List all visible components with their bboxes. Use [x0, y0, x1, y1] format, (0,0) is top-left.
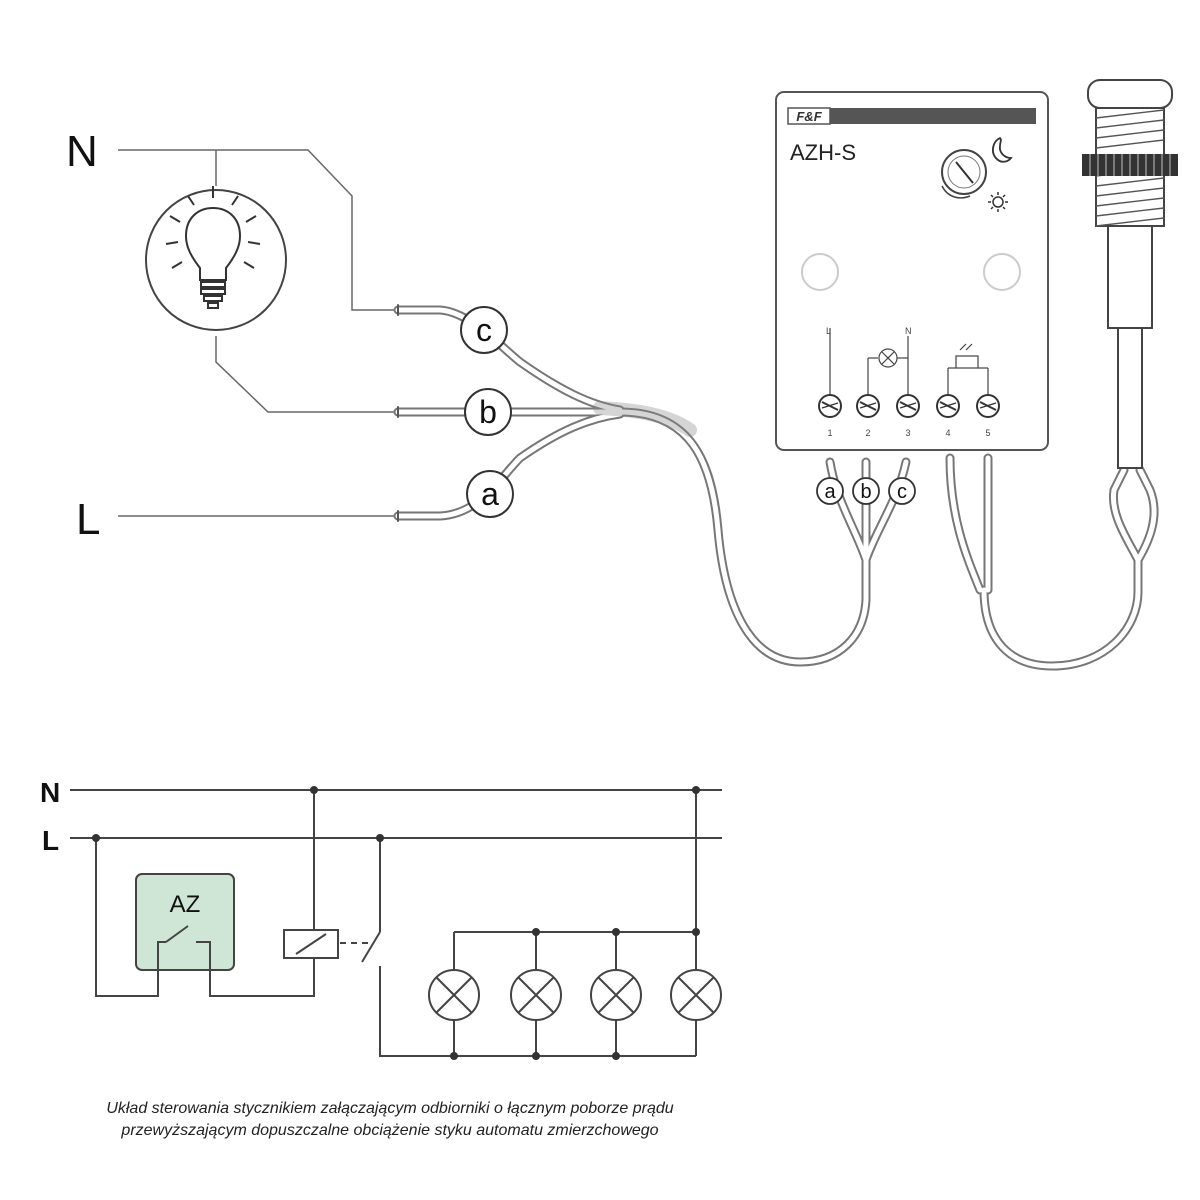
azh-s-device: F&F AZH-S [775, 91, 1049, 451]
svg-text:c: c [476, 312, 492, 348]
terminal-number-2: 2 [865, 428, 870, 438]
caption-line-2: przewyższającym dopuszczalne obciążenie … [121, 1122, 659, 1139]
terminal-block [818, 394, 1000, 418]
terminal-3 [896, 394, 920, 418]
svg-text:a: a [824, 481, 836, 503]
device-wire-tag-c: c [888, 477, 916, 505]
photoresistor-symbol [955, 355, 979, 369]
svg-text:a: a [481, 476, 499, 512]
device-model: AZH-S [790, 140, 856, 165]
supply-wires [118, 149, 398, 517]
caption-line-1: Układ sterowania stycznikiem załączający… [106, 1100, 674, 1117]
terminal-label-n: N [905, 326, 912, 336]
wire-tag-c: c [460, 306, 508, 354]
lamp-4 [670, 969, 722, 1021]
terminal-1 [818, 394, 842, 418]
wire-tag-b: b [464, 388, 512, 436]
az-label: AZ [170, 891, 201, 918]
label-n: N [66, 127, 98, 176]
lamp-2 [510, 969, 562, 1021]
device-wire-tag-a: a [816, 477, 844, 505]
mount-hole-left [801, 253, 839, 291]
terminal-number-5: 5 [985, 428, 990, 438]
svg-text:b: b [479, 394, 497, 430]
lamp-icon [145, 186, 287, 331]
device-wire-tag-b: b [852, 477, 880, 505]
terminal-label-l: L [826, 326, 831, 336]
rail-label-l: L [42, 825, 59, 856]
lamp-3 [590, 969, 642, 1021]
label-l: L [76, 495, 100, 544]
lamp-1 [428, 969, 480, 1021]
terminal-4 [936, 394, 960, 418]
rail-label-n: N [40, 777, 60, 808]
terminal-2 [856, 394, 880, 418]
terminal-5 [976, 394, 1000, 418]
sun-icon [988, 192, 1008, 212]
junction-dots [92, 786, 700, 1060]
wire-tag-a: a [466, 470, 514, 518]
moon-icon [992, 136, 1013, 163]
brand-logo: F&F [796, 109, 822, 124]
az-module: AZ [135, 873, 235, 971]
light-sensor-probe [1082, 79, 1178, 469]
terminal-number-1: 1 [827, 428, 832, 438]
brand-bar [788, 108, 1036, 124]
caption: Układ sterowania stycznikiem załączający… [0, 1098, 780, 1142]
svg-text:c: c [897, 481, 907, 503]
sensitivity-knob [941, 149, 987, 199]
terminal-number-4: 4 [945, 428, 950, 438]
svg-text:b: b [860, 481, 871, 503]
terminal-number-3: 3 [905, 428, 910, 438]
mount-hole-right [983, 253, 1021, 291]
